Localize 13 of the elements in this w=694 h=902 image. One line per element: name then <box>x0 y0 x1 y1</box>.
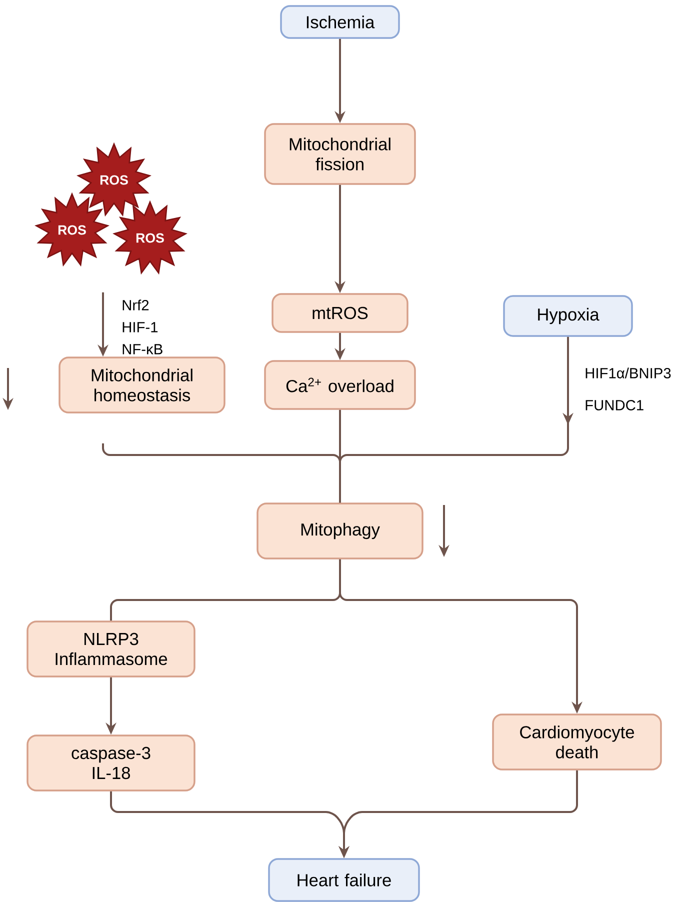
terminal-box: Heart failure <box>268 858 420 902</box>
process-box: mtROS <box>272 293 408 333</box>
edge-label: Nrf2 HIF-1 NF-κB <box>122 300 162 354</box>
process-box: Cardiomyocyte death <box>492 714 662 770</box>
terminal-box: Ischemia <box>280 5 400 39</box>
process-box: caspase-3 IL-18 <box>26 734 196 792</box>
process-box: NLRP3 Inflammasome <box>26 620 196 678</box>
process-box: Mitochondrial homeostasis <box>58 356 226 414</box>
edge-label: HIF1α/BNIP3 FUNDC1 <box>586 368 671 410</box>
process-box: Mitophagy <box>256 502 424 560</box>
process-box: Mitochondrial fission <box>264 123 416 185</box>
terminal-box: Hypoxia <box>503 295 633 337</box>
process-box: Ca$^{2+}$ overload <box>264 360 416 410</box>
